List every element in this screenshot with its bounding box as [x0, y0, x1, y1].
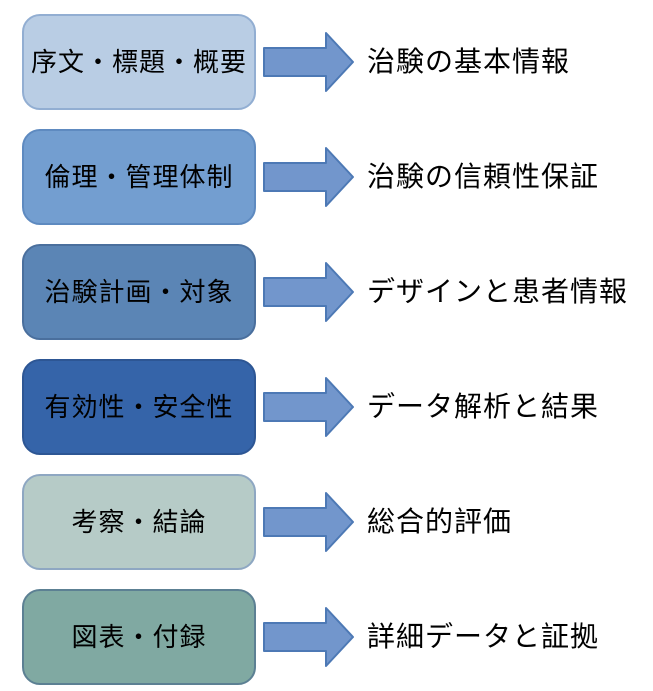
stage-box: 考察・結論	[22, 474, 256, 570]
stage-box: 倫理・管理体制	[22, 129, 256, 225]
stage-box-label: 治験計画・対象	[44, 277, 234, 307]
right-arrow-icon	[263, 492, 354, 552]
result-label: 詳細データと証拠	[367, 621, 600, 652]
stage-box: 序文・標題・概要	[22, 14, 256, 110]
stage-box: 有効性・安全性	[22, 359, 256, 455]
result-label: デザインと患者情報	[367, 276, 629, 307]
right-arrow-icon	[263, 262, 354, 322]
stage-box: 治験計画・対象	[22, 244, 256, 340]
right-arrow-icon	[263, 32, 354, 92]
flow-row: 倫理・管理体制 治験の信頼性保証	[22, 129, 653, 225]
stage-box-label: 有効性・安全性	[44, 392, 234, 422]
right-arrow-shape	[263, 492, 354, 552]
flow-row: 序文・標題・概要 治験の基本情報	[22, 14, 653, 110]
flow-row: 図表・付録 詳細データと証拠	[22, 589, 653, 685]
right-arrow-icon	[263, 607, 354, 667]
right-arrow-icon	[263, 147, 354, 207]
flow-row: 考察・結論 総合的評価	[22, 474, 653, 570]
right-arrow-shape	[263, 377, 354, 437]
stage-box-label: 倫理・管理体制	[44, 162, 234, 192]
flow-row: 有効性・安全性 データ解析と結果	[22, 359, 653, 455]
stage-box-label: 図表・付録	[71, 622, 207, 652]
stage-box-label: 序文・標題・概要	[30, 47, 247, 77]
result-label: 治験の基本情報	[367, 46, 571, 77]
right-arrow-shape	[263, 607, 354, 667]
right-arrow-icon	[263, 377, 354, 437]
stage-box-label: 考察・結論	[71, 507, 207, 537]
right-arrow-shape	[263, 32, 354, 92]
flow-row: 治験計画・対象 デザインと患者情報	[22, 244, 653, 340]
stage-box: 図表・付録	[22, 589, 256, 685]
right-arrow-shape	[263, 262, 354, 322]
result-label: 総合的評価	[367, 506, 513, 537]
result-label: 治験の信頼性保証	[367, 161, 600, 192]
right-arrow-shape	[263, 147, 354, 207]
result-label: データ解析と結果	[367, 391, 600, 422]
